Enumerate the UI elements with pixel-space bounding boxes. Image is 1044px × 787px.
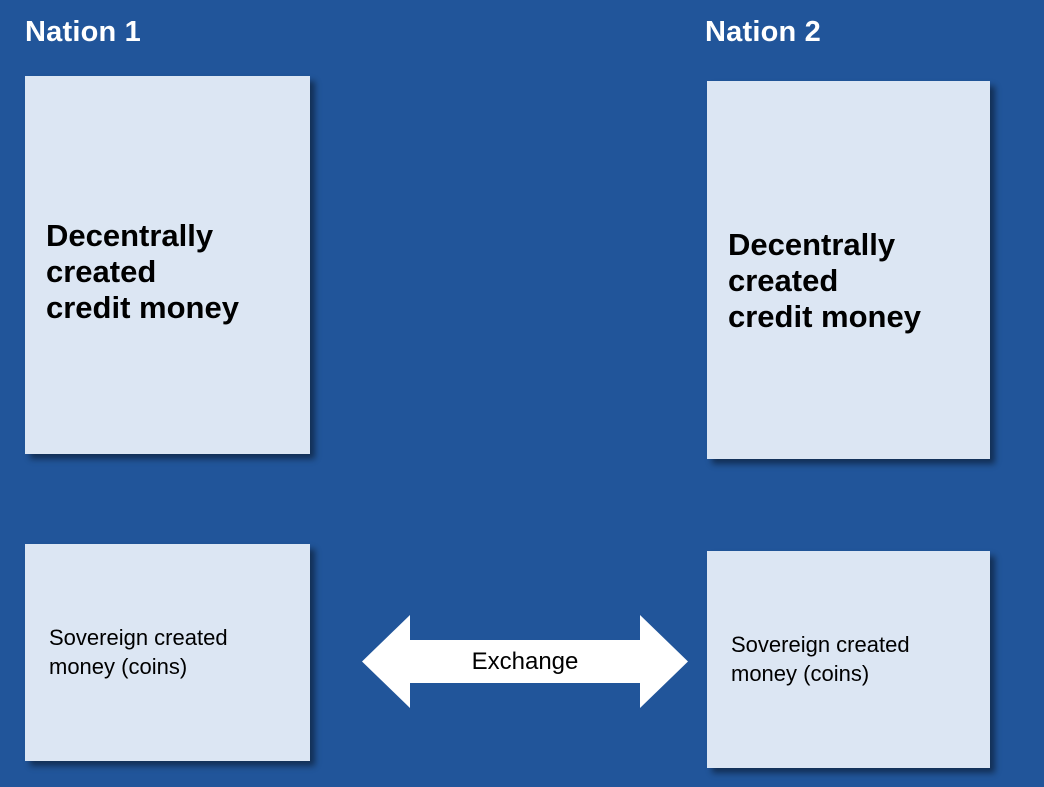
nation-2-title: Nation 2 (705, 16, 821, 48)
nation-1-sovereign-money-box: Sovereign created money (coins) (25, 544, 310, 761)
nation-2-sovereign-money-label: Sovereign created money (coins) (731, 631, 910, 686)
nation-2-credit-money-box: Decentrally created credit money (707, 81, 990, 459)
nation-1-sovereign-money-label: Sovereign created money (coins) (49, 624, 228, 679)
nation-1-title: Nation 1 (25, 16, 141, 48)
exchange-double-arrow-icon (362, 612, 688, 711)
nation-2-credit-money-label: Decentrally created credit money (728, 227, 921, 334)
nation-2-sovereign-money-box: Sovereign created money (coins) (707, 551, 990, 768)
nation-1-credit-money-box: Decentrally created credit money (25, 76, 310, 454)
nation-1-credit-money-label: Decentrally created credit money (46, 218, 239, 325)
